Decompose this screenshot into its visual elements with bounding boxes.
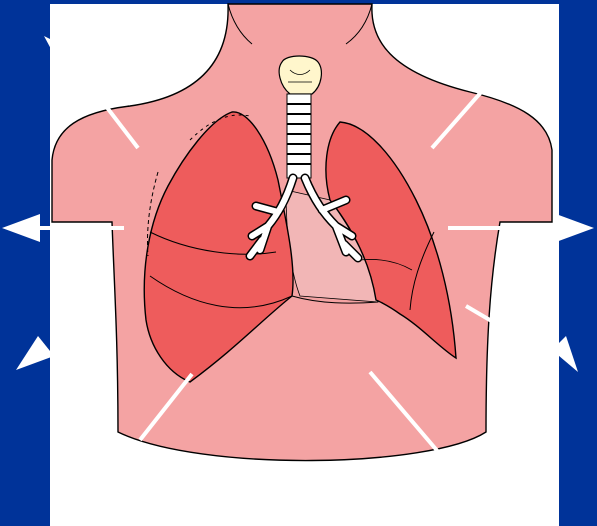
trachea [287,94,311,178]
larynx [279,56,321,94]
trachea-rings [287,104,311,164]
